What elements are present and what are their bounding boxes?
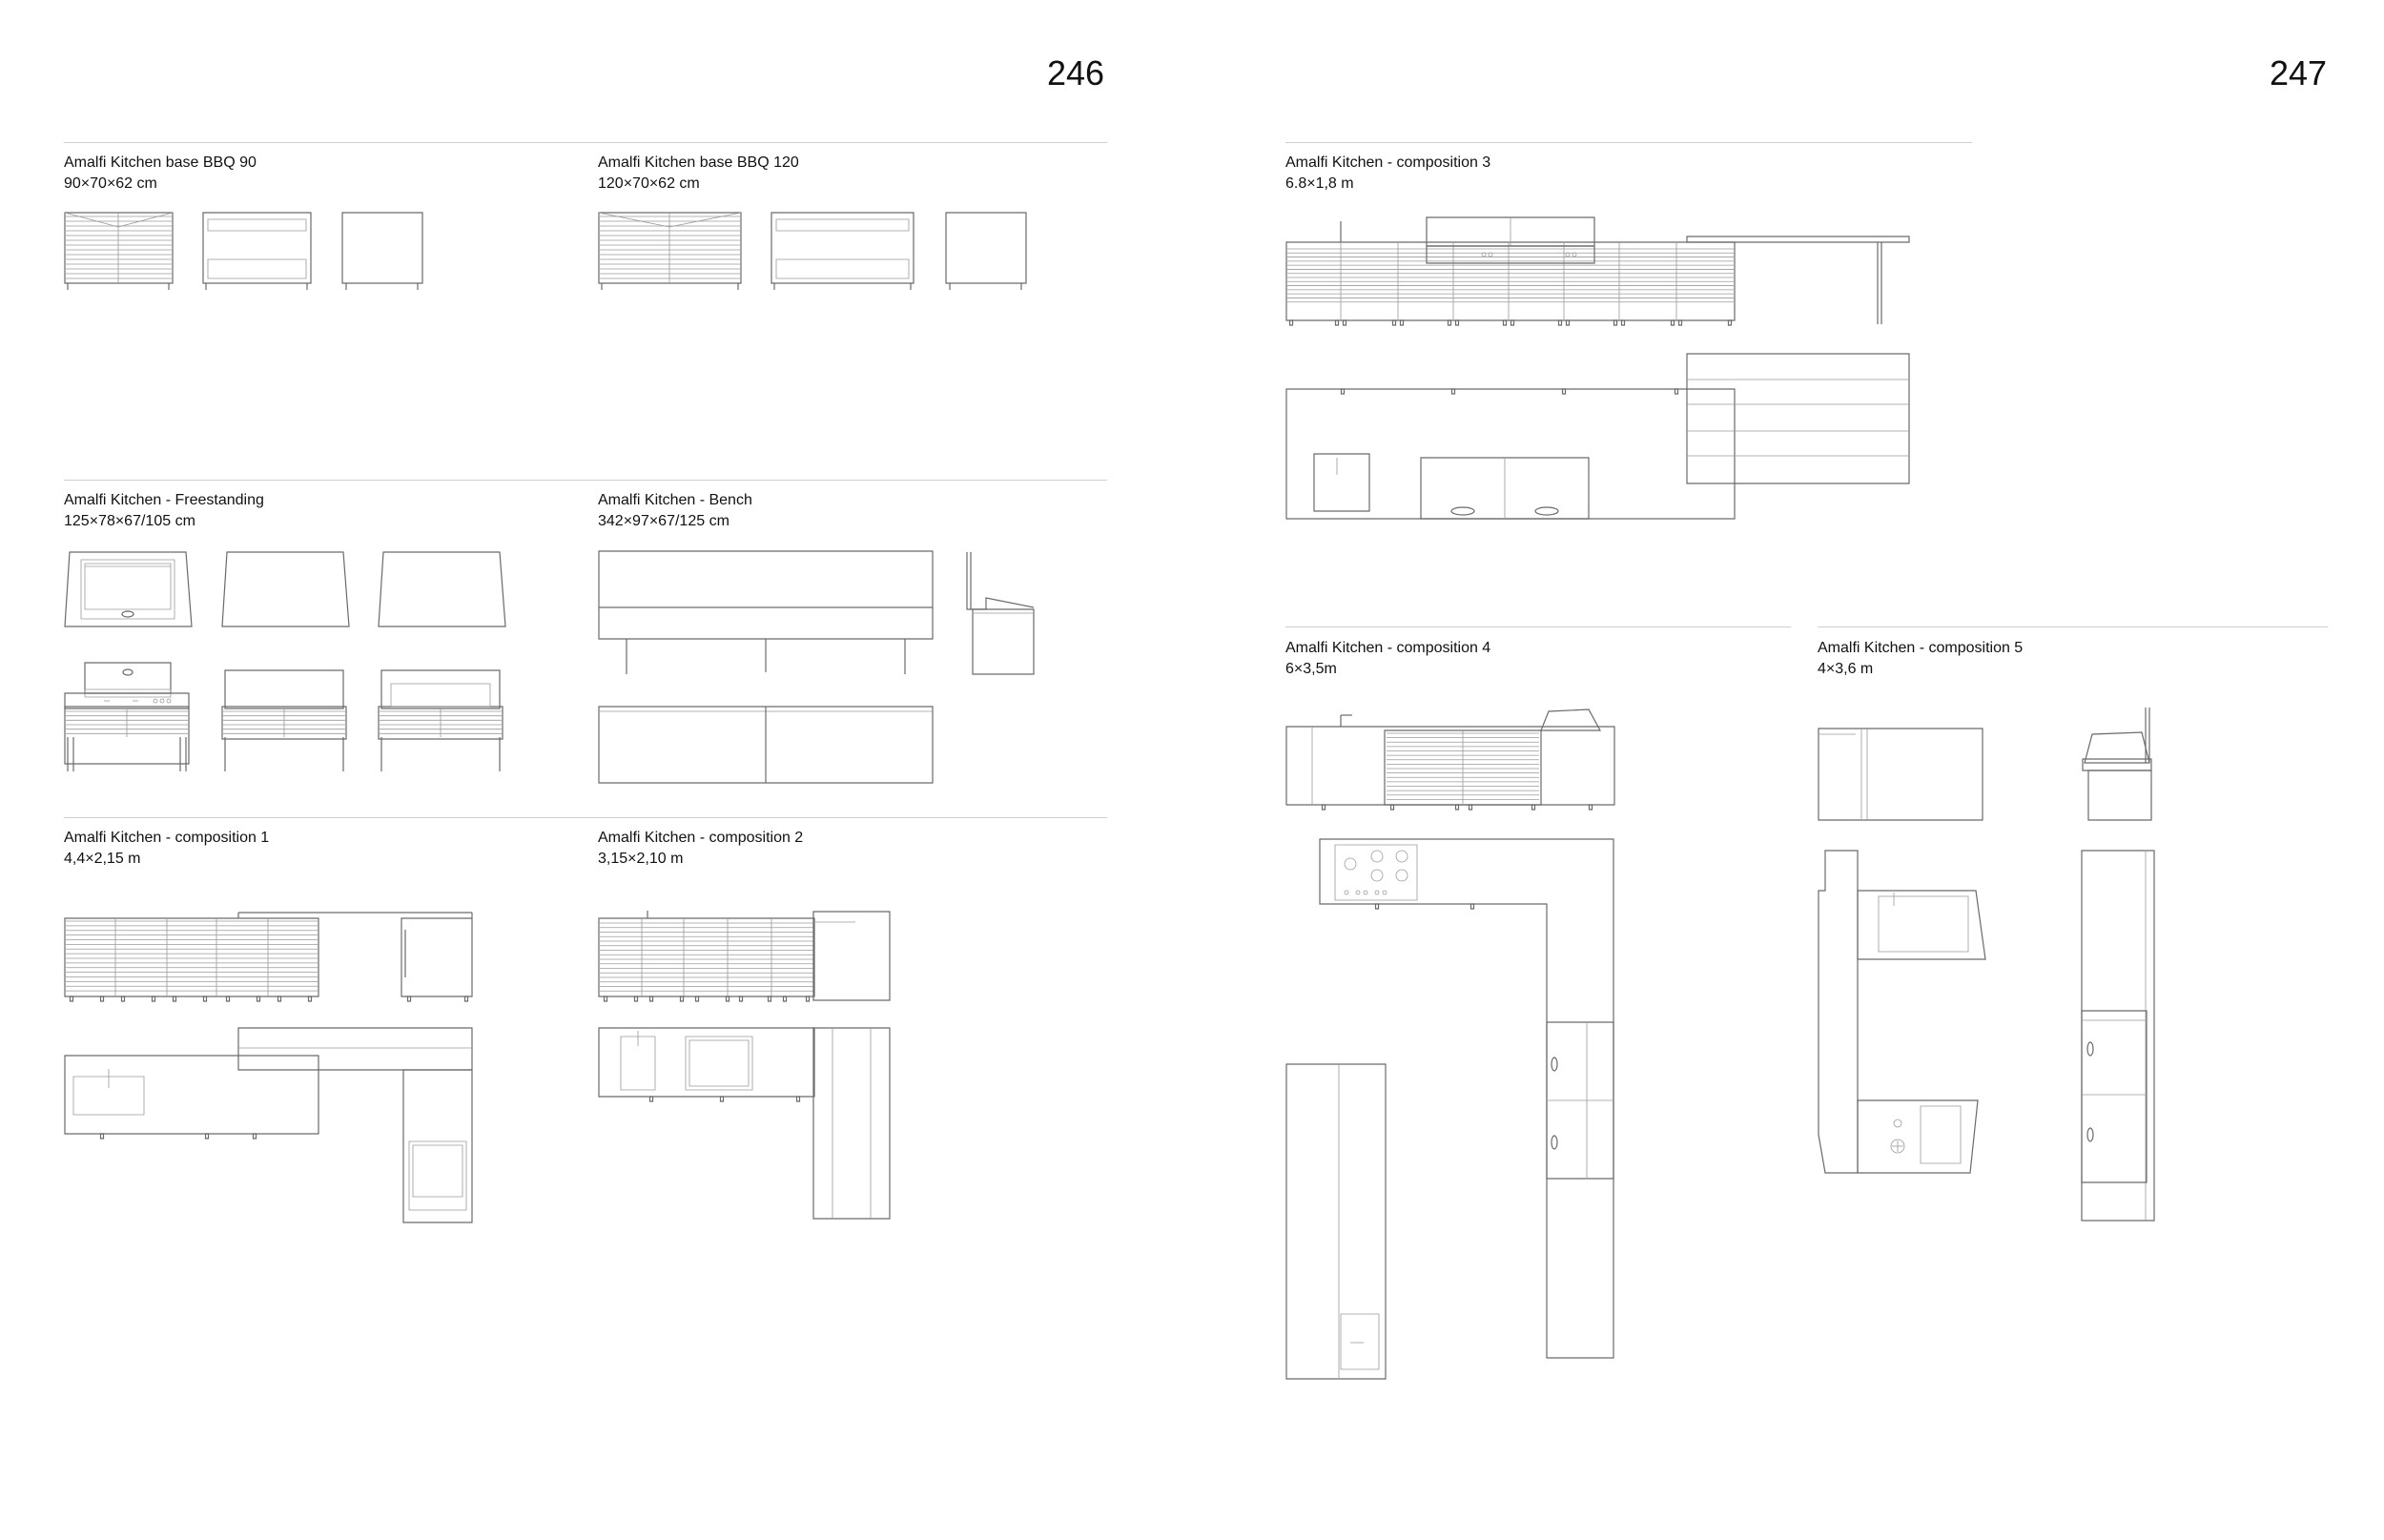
item-dimensions: 3,15×2,10 m	[598, 851, 684, 867]
freestanding-rear-elevation	[378, 661, 507, 775]
bbq120-top-view	[771, 212, 915, 294]
divider	[1818, 626, 2328, 627]
bbq120-front-elevation	[598, 212, 743, 294]
item-caption-bbq120: Amalfi Kitchen base BBQ 120 120×70×62 cm	[598, 153, 799, 195]
item-caption-composition-1: Amalfi Kitchen - composition 1 4,4×2,15 …	[64, 828, 269, 870]
bench-front-elevation	[598, 550, 937, 678]
item-dimensions: 125×78×67/105 cm	[64, 513, 195, 529]
bbq90-top-view	[202, 212, 313, 294]
item-dimensions: 342×97×67/125 cm	[598, 513, 730, 529]
composition-4-front-elevation	[1285, 706, 1619, 811]
item-caption-composition-4: Amalfi Kitchen - composition 4 6×3,5m	[1285, 638, 1490, 680]
divider	[64, 817, 1107, 818]
bbq90-front-elevation	[64, 212, 175, 294]
freestanding-side-elevation	[221, 661, 351, 775]
page-number-right: 247	[2270, 53, 2328, 92]
composition-5-side-elevation	[2079, 706, 2174, 822]
freestanding-top-view-rear	[378, 550, 507, 632]
item-caption-freestanding: Amalfi Kitchen - Freestanding 125×78×67/…	[64, 490, 264, 532]
freestanding-front-elevation	[64, 661, 194, 775]
item-dimensions: 6.8×1,8 m	[1285, 175, 1354, 192]
composition-3-plan-view	[1285, 353, 1915, 524]
item-caption-composition-3: Amalfi Kitchen - composition 3 6.8×1,8 m	[1285, 153, 1490, 195]
divider	[1285, 142, 1972, 143]
item-dimensions: 4×3,6 m	[1818, 661, 1874, 677]
item-caption-composition-5: Amalfi Kitchen - composition 5 4×3,6 m	[1818, 638, 2023, 680]
bench-side-elevation	[963, 550, 1045, 678]
composition-5-plan-view-detail	[1818, 849, 1985, 1184]
composition-4-plan-view	[1285, 837, 1619, 1409]
divider	[64, 142, 1107, 143]
bbq90-side-view	[341, 212, 427, 294]
item-dimensions: 90×70×62 cm	[64, 175, 157, 192]
composition-2-plan-view	[598, 1027, 895, 1227]
item-dimensions: 120×70×62 cm	[598, 175, 700, 192]
freestanding-top-view-closed	[221, 550, 351, 632]
composition-5-side-plan-view	[2081, 849, 2157, 1221]
item-dimensions: 6×3,5m	[1285, 661, 1337, 677]
item-title: Amalfi Kitchen - composition 1	[64, 830, 270, 846]
item-title: Amalfi Kitchen - Bench	[598, 492, 752, 508]
item-title: Amalfi Kitchen base BBQ 120	[598, 154, 799, 171]
item-caption-composition-2: Amalfi Kitchen - composition 2 3,15×2,10…	[598, 828, 803, 870]
item-caption-bench: Amalfi Kitchen - Bench 342×97×67/125 cm	[598, 490, 752, 532]
composition-5-front-elevation	[1818, 706, 1985, 822]
item-caption-bbq90: Amalfi Kitchen base BBQ 90 90×70×62 cm	[64, 153, 257, 195]
divider	[64, 480, 1107, 481]
item-title: Amalfi Kitchen - composition 4	[1285, 640, 1491, 656]
bbq120-side-view	[945, 212, 1031, 294]
freestanding-top-view	[64, 550, 194, 632]
composition-1-front-elevation	[64, 911, 476, 1006]
item-title: Amalfi Kitchen - Freestanding	[64, 492, 264, 508]
divider	[1285, 626, 1791, 627]
composition-1-plan-view	[64, 1027, 476, 1227]
item-title: Amalfi Kitchen base BBQ 90	[64, 154, 257, 171]
item-title: Amalfi Kitchen - composition 2	[598, 830, 804, 846]
page-number-left: 246	[1047, 53, 1105, 92]
item-title: Amalfi Kitchen - composition 5	[1818, 640, 2024, 656]
composition-2-front-elevation	[598, 911, 895, 1006]
bench-top-view	[598, 706, 937, 786]
item-dimensions: 4,4×2,15 m	[64, 851, 141, 867]
item-title: Amalfi Kitchen - composition 3	[1285, 154, 1491, 171]
composition-3-front-elevation	[1285, 212, 1915, 328]
